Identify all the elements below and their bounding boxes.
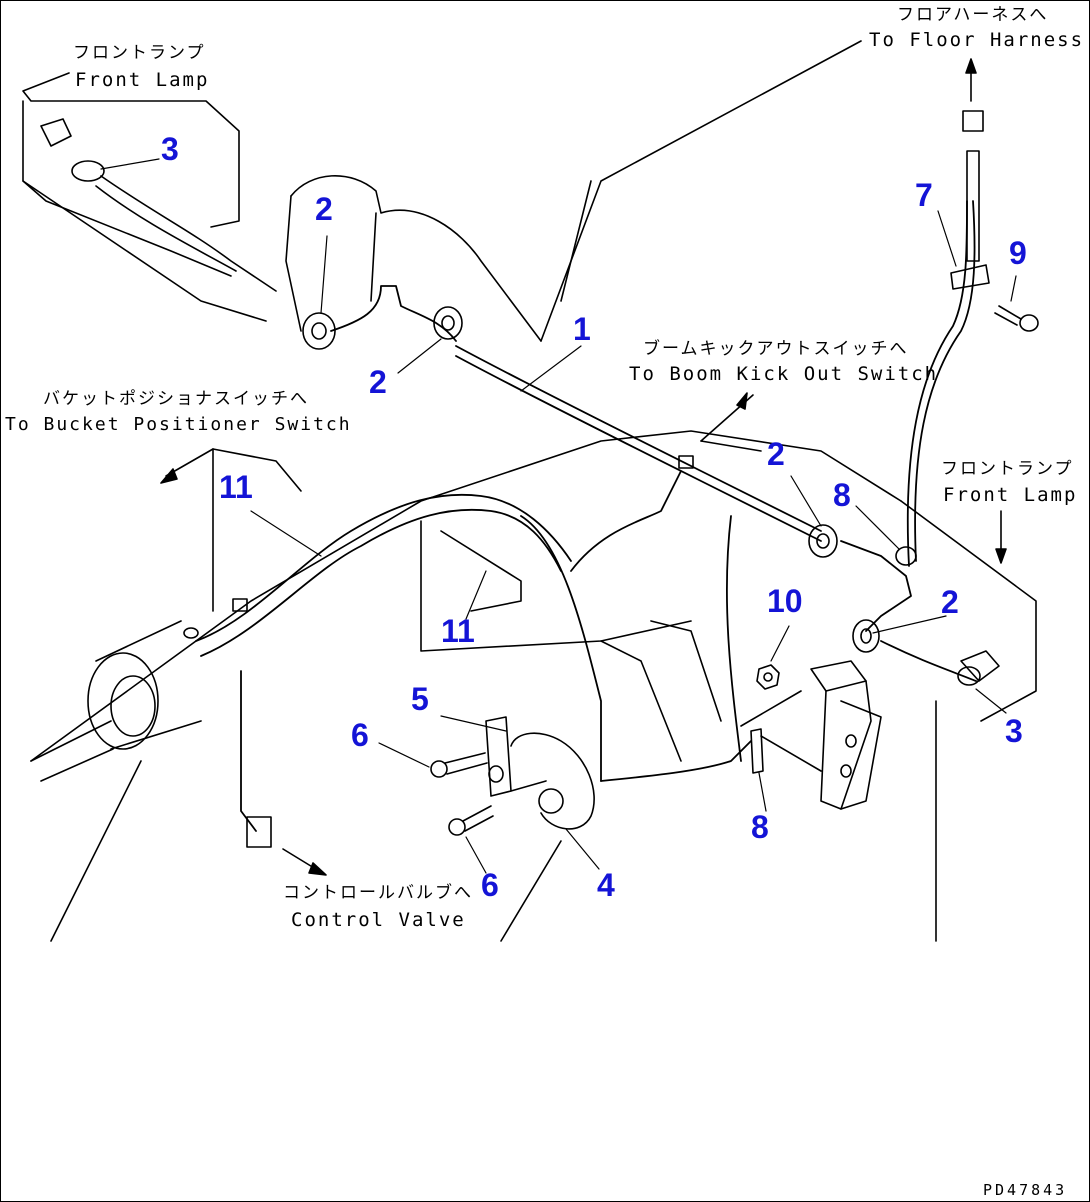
floor-harness-connector <box>950 58 990 290</box>
front-lamp-right-jp: フロントランプ <box>941 459 1074 479</box>
callout-2-right-top: 2 <box>767 436 785 472</box>
nut-10 <box>756 664 780 690</box>
callout-11-left: 11 <box>219 469 253 505</box>
control-valve-jp: コントロールバルブへ <box>283 883 473 903</box>
bucket-positioner-jp: バケットポジショナスイッチへ <box>43 389 309 409</box>
left-front-lamp-housing <box>22 72 277 322</box>
callout-7: 7 <box>915 177 933 213</box>
callout-8-top: 8 <box>833 477 851 513</box>
control-valve-connector <box>246 816 327 876</box>
horn-assembly <box>485 716 595 830</box>
bolt-9 <box>994 305 1039 332</box>
boom-kickout-jp: ブームキックアウトスイッチへ <box>643 339 909 359</box>
callout-2-right: 2 <box>941 584 959 620</box>
bolts-6 <box>430 752 494 836</box>
bucket-positioner-en: To Bucket Positioner Switch <box>5 414 352 435</box>
drawing-code: PD47843 <box>983 1181 1068 1199</box>
callout-2-left: 2 <box>315 191 333 227</box>
callout-8-bottom: 8 <box>751 809 769 845</box>
front-lamp-right-en: Front Lamp <box>943 484 1078 506</box>
callout-11-mid: 11 <box>441 613 475 649</box>
callout-4: 4 <box>597 867 615 903</box>
boom-cylinder <box>30 620 202 782</box>
callout-1: 1 <box>573 311 591 347</box>
callout-10: 10 <box>767 583 803 619</box>
callout-2-mid: 2 <box>369 364 387 400</box>
floor-harness-en: To Floor Harness <box>869 29 1085 51</box>
boom-kickout-en: To Boom Kick Out Switch <box>629 363 939 385</box>
leader-lines <box>100 158 1017 874</box>
floor-harness-jp: フロアハーネスへ <box>897 5 1049 25</box>
callout-3-top: 3 <box>161 131 179 167</box>
grommets-and-clamps <box>183 306 1000 686</box>
callout-6-bottom: 6 <box>481 867 499 903</box>
callout-3-right: 3 <box>1005 713 1023 749</box>
callout-5: 5 <box>411 681 429 717</box>
boom-structure <box>30 40 1037 942</box>
callout-6-top: 6 <box>351 717 369 753</box>
front-lamp-left-en: Front Lamp <box>75 69 210 91</box>
callout-9: 9 <box>1009 235 1027 271</box>
direction-arrows <box>160 392 1007 612</box>
main-wire-harness <box>195 200 977 832</box>
mounting-bracket <box>740 660 882 810</box>
front-lamp-left-jp: フロントランプ <box>73 43 206 63</box>
control-valve-en: Control Valve <box>291 909 466 931</box>
